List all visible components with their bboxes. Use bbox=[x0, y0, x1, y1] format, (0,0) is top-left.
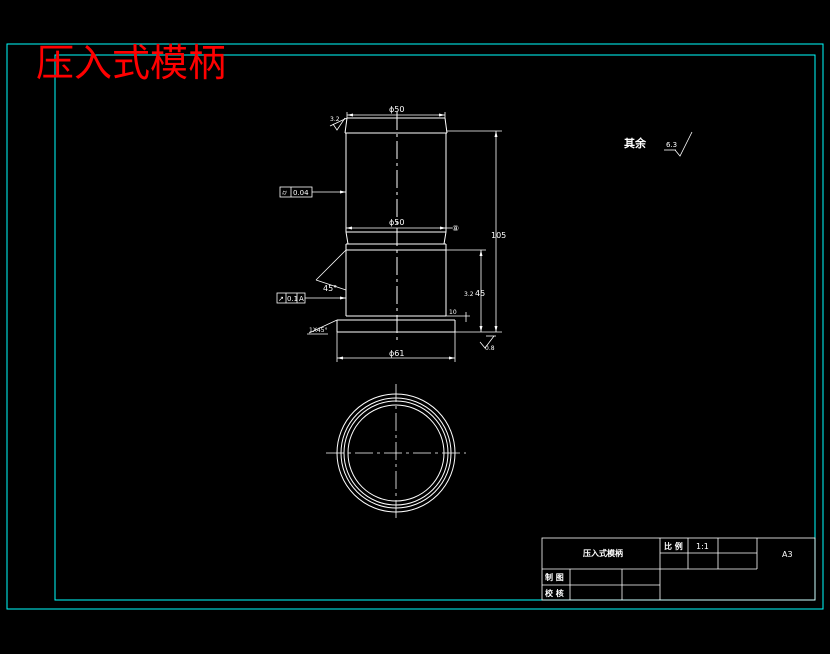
surface-note: 其余 bbox=[624, 136, 647, 150]
title-block bbox=[541, 537, 816, 601]
general-roughness-symbol bbox=[674, 131, 693, 157]
flange-thickness-label: 10 bbox=[449, 309, 457, 316]
drawing-frame bbox=[6, 43, 824, 610]
side-roughness-value: 3.2 bbox=[464, 291, 474, 298]
top-roughness-symbol bbox=[332, 117, 346, 131]
top-view bbox=[326, 384, 466, 522]
mid-diameter-label: ϕ50 bbox=[389, 218, 404, 227]
top-diameter-label: ϕ50 bbox=[389, 105, 404, 114]
chamfer-angle-label: 45° bbox=[323, 284, 337, 293]
scale-label: 比 例 bbox=[664, 541, 683, 551]
dimension-texts: ϕ50 ϕ50 ⑧ 105 45 45° 1X45° ϕ61 10 3.2 bbox=[309, 105, 506, 358]
drawing-title: 压入式模柄 bbox=[36, 41, 226, 85]
runout-value: 0.1 bbox=[287, 295, 298, 303]
cylindricity-symbol: ⌭ bbox=[282, 189, 287, 197]
fit-symbol: ⑧ bbox=[452, 224, 459, 233]
runout-symbol: ↗ bbox=[278, 295, 284, 303]
inner-border bbox=[54, 54, 816, 601]
flange-diameter-label: ϕ61 bbox=[389, 349, 404, 358]
scale-value: 1:1 bbox=[696, 542, 709, 551]
step-height-label: 45 bbox=[475, 289, 485, 298]
chamfer-note-label: 1X45° bbox=[309, 327, 328, 334]
dimension-lines bbox=[305, 112, 502, 362]
cylindricity-value: 0.04 bbox=[293, 189, 309, 197]
arrowheads bbox=[337, 113, 498, 360]
runout-tolerance: ↗ 0.1 A bbox=[276, 292, 306, 304]
title-block-part-name: 压入式模柄 bbox=[583, 548, 623, 558]
overall-height-label: 105 bbox=[491, 231, 506, 240]
drawn-label: 制 图 bbox=[545, 572, 564, 582]
cylindricity-tolerance: ⌭ 0.04 bbox=[279, 186, 313, 198]
general-roughness-value: 6.3 bbox=[666, 141, 677, 149]
roughness-symbols bbox=[332, 117, 693, 349]
front-view bbox=[336, 112, 456, 340]
bottom-roughness-value: 0.8 bbox=[485, 345, 495, 352]
sheet-size: A3 bbox=[782, 550, 793, 559]
bottom-roughness-symbol bbox=[479, 335, 495, 349]
outer-border bbox=[6, 43, 824, 610]
checked-label: 校 核 bbox=[545, 588, 564, 598]
top-roughness-value: 3.2 bbox=[330, 116, 340, 123]
runout-datum: A bbox=[299, 295, 304, 303]
